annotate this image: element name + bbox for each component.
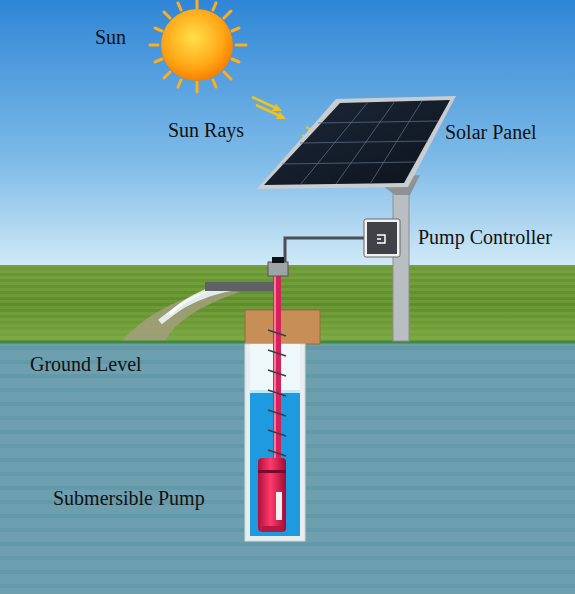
crop-field xyxy=(0,265,575,343)
pump-controller xyxy=(285,219,400,262)
part-label: Solar Panel xyxy=(445,122,537,142)
sky xyxy=(0,0,575,270)
crop-rows xyxy=(0,265,575,343)
irrigation-channel xyxy=(120,290,240,343)
part-label: Ground Level xyxy=(30,354,142,374)
sun xyxy=(150,0,246,92)
part-label: Sun xyxy=(95,27,126,47)
part-label: Submersible Pump xyxy=(53,488,205,508)
part-label: Sun Rays xyxy=(168,120,244,140)
part-label: Pump Controller xyxy=(418,227,552,247)
solar-panel xyxy=(257,96,456,341)
underground xyxy=(0,342,575,594)
